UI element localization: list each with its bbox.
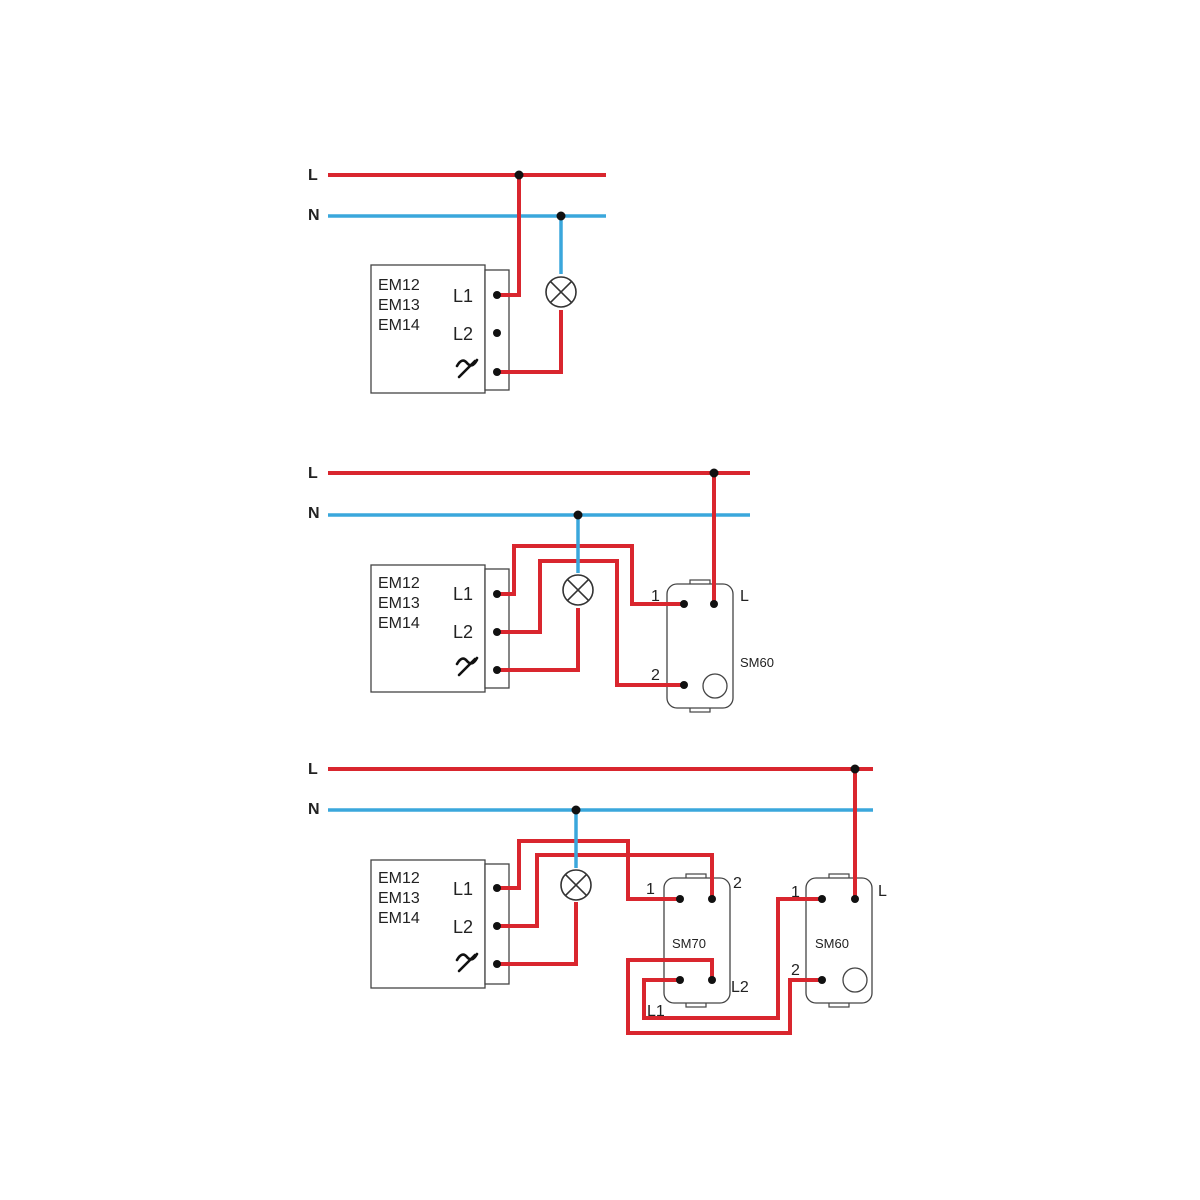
sm70-label: SM70 <box>672 936 706 951</box>
sm60-terminal-2-dot <box>818 976 826 984</box>
module-model-em14: EM14 <box>378 910 420 927</box>
junction-dot <box>556 211 566 221</box>
terminal-dot-load <box>493 666 501 674</box>
module-model-em13: EM13 <box>378 890 420 907</box>
sm60-terminal-1-label: 1 <box>651 588 660 605</box>
sm60-terminal-l-dot <box>851 895 859 903</box>
bus-live-label: L <box>308 167 318 184</box>
terminal-dot-l2 <box>493 329 501 337</box>
sm60-terminal-1-label: 1 <box>791 884 800 901</box>
sm60-terminal-1-dot <box>680 600 688 608</box>
terminal-label-l1: L1 <box>453 879 473 899</box>
terminal-dot-l1 <box>493 884 501 892</box>
wire-l2-to-sm70-2 <box>497 853 714 928</box>
module-model-em12: EM12 <box>378 870 420 887</box>
em-module-body <box>370 564 486 693</box>
load-terminal-icon <box>455 656 479 677</box>
module-model-em13: EM13 <box>378 595 420 612</box>
wire-lamp-to-load <box>497 902 578 966</box>
bus-neutral-label: N <box>308 505 320 522</box>
terminal-dot-l1 <box>493 590 501 598</box>
bus-live-label: L <box>308 761 318 778</box>
diagram-2-with-sm60: L N EM12 EM13 EM14 L1 L2 SM60 1 2 L <box>308 465 774 713</box>
sm60-label: SM60 <box>740 655 774 670</box>
terminal-label-l1: L1 <box>453 584 473 604</box>
wire-l1-to-sm60-1 <box>497 544 684 606</box>
sm60-terminal-l-label: L <box>878 883 887 900</box>
wire-sm70-l1-to-sm60-1 <box>642 897 822 1020</box>
sm60-button-icon <box>842 967 868 993</box>
sm70-terminal-l2-label: L2 <box>731 979 749 996</box>
sm60-label: SM60 <box>815 936 849 951</box>
wire-sm70-l2-to-sm60-2 <box>626 958 822 1035</box>
sm60-terminal-1-dot <box>818 895 826 903</box>
sm70-terminal-l1-dot <box>676 976 684 984</box>
load-terminal-icon <box>455 358 479 379</box>
sm70-terminal-2-label: 2 <box>733 875 742 892</box>
sm60-terminal-l-dot <box>710 600 718 608</box>
junction-dot <box>571 805 581 815</box>
sm70-terminal-1-dot <box>676 895 684 903</box>
diagram-3-with-sm70-sm60: L N EM12 EM13 EM14 L1 L2 SM70 1 2 L1 L2 … <box>308 761 887 1035</box>
wire-l1-to-sm70-1 <box>497 839 680 901</box>
wire-live-to-l1 <box>497 175 521 297</box>
wire-lamp-to-load <box>497 608 580 672</box>
bus-live-label: L <box>308 465 318 482</box>
module-model-em14: EM14 <box>378 317 420 334</box>
terminal-label-l2: L2 <box>453 917 473 937</box>
sm60-terminal-2-label: 2 <box>791 962 800 979</box>
load-terminal-icon <box>455 952 479 973</box>
terminal-dot-l2 <box>493 628 501 636</box>
module-model-em13: EM13 <box>378 297 420 314</box>
module-model-em14: EM14 <box>378 615 420 632</box>
lamp-icon <box>560 869 592 901</box>
sm60-button-icon <box>702 673 728 699</box>
junction-dot <box>514 170 524 180</box>
terminal-label-l2: L2 <box>453 324 473 344</box>
junction-dot <box>573 510 583 520</box>
module-model-em12: EM12 <box>378 575 420 592</box>
lamp-icon <box>562 574 594 606</box>
lamp-icon <box>545 276 577 308</box>
bus-neutral-label: N <box>308 801 320 818</box>
sm60-terminal-2-label: 2 <box>651 667 660 684</box>
bus-neutral-label: N <box>308 207 320 224</box>
sm70-terminal-l1-label: L1 <box>647 1003 665 1020</box>
sm60-terminal-2-dot <box>680 681 688 689</box>
wire-lamp-to-load <box>497 310 563 374</box>
module-model-em12: EM12 <box>378 277 420 294</box>
em-module-body <box>370 859 486 989</box>
terminal-label-l2: L2 <box>453 622 473 642</box>
terminal-label-l1: L1 <box>453 286 473 306</box>
terminal-dot-load <box>493 960 501 968</box>
sm60-terminal-l-label: L <box>740 588 749 605</box>
junction-dot <box>709 468 719 478</box>
sm70-terminal-l2-dot <box>708 976 716 984</box>
terminal-dot-l2 <box>493 922 501 930</box>
terminal-dot-l1 <box>493 291 501 299</box>
diagram-1-direct-lamp: L N EM12 EM13 EM14 L1 L2 <box>308 167 606 394</box>
junction-dot <box>850 764 860 774</box>
sm70-terminal-2-dot <box>708 895 716 903</box>
sm70-terminal-1-label: 1 <box>646 881 655 898</box>
terminal-dot-load <box>493 368 501 376</box>
